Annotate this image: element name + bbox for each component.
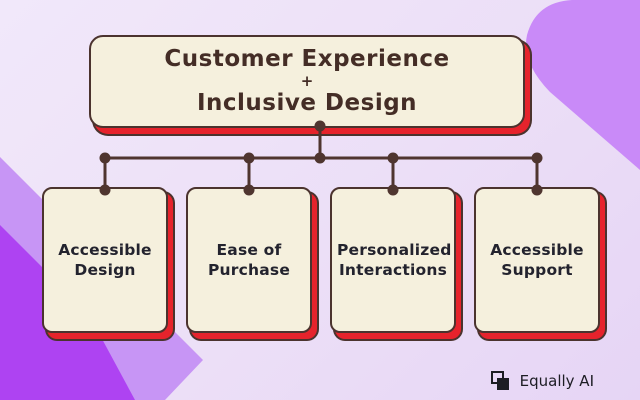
equally-ai-logo: Equally AI <box>490 371 594 391</box>
node-card-ease-of-purchase: Ease of Purchase <box>186 187 312 333</box>
logo-text: Equally AI <box>519 372 594 390</box>
logo-square-filled <box>496 378 509 390</box>
top-right-blob-shape <box>525 0 640 170</box>
overlapping-squares-icon <box>490 371 511 391</box>
title-plus-sign: + <box>300 72 314 90</box>
node-card-personalized-interactions: Personalized Interactions <box>330 187 456 333</box>
title-card: Customer Experience + Inclusive Design <box>89 35 525 128</box>
node-card-accessible-design: Accessible Design <box>42 187 168 333</box>
node-label: Ease of Purchase <box>207 241 291 279</box>
node-card-accessible-support: Accessible Support <box>474 187 600 333</box>
title-line-1: Customer Experience <box>164 46 450 72</box>
node-label: Accessible Design <box>58 241 152 279</box>
node-label: Personalized Interactions <box>337 241 452 279</box>
title-line-2: Inclusive Design <box>196 90 418 116</box>
node-label: Accessible Support <box>490 241 584 279</box>
